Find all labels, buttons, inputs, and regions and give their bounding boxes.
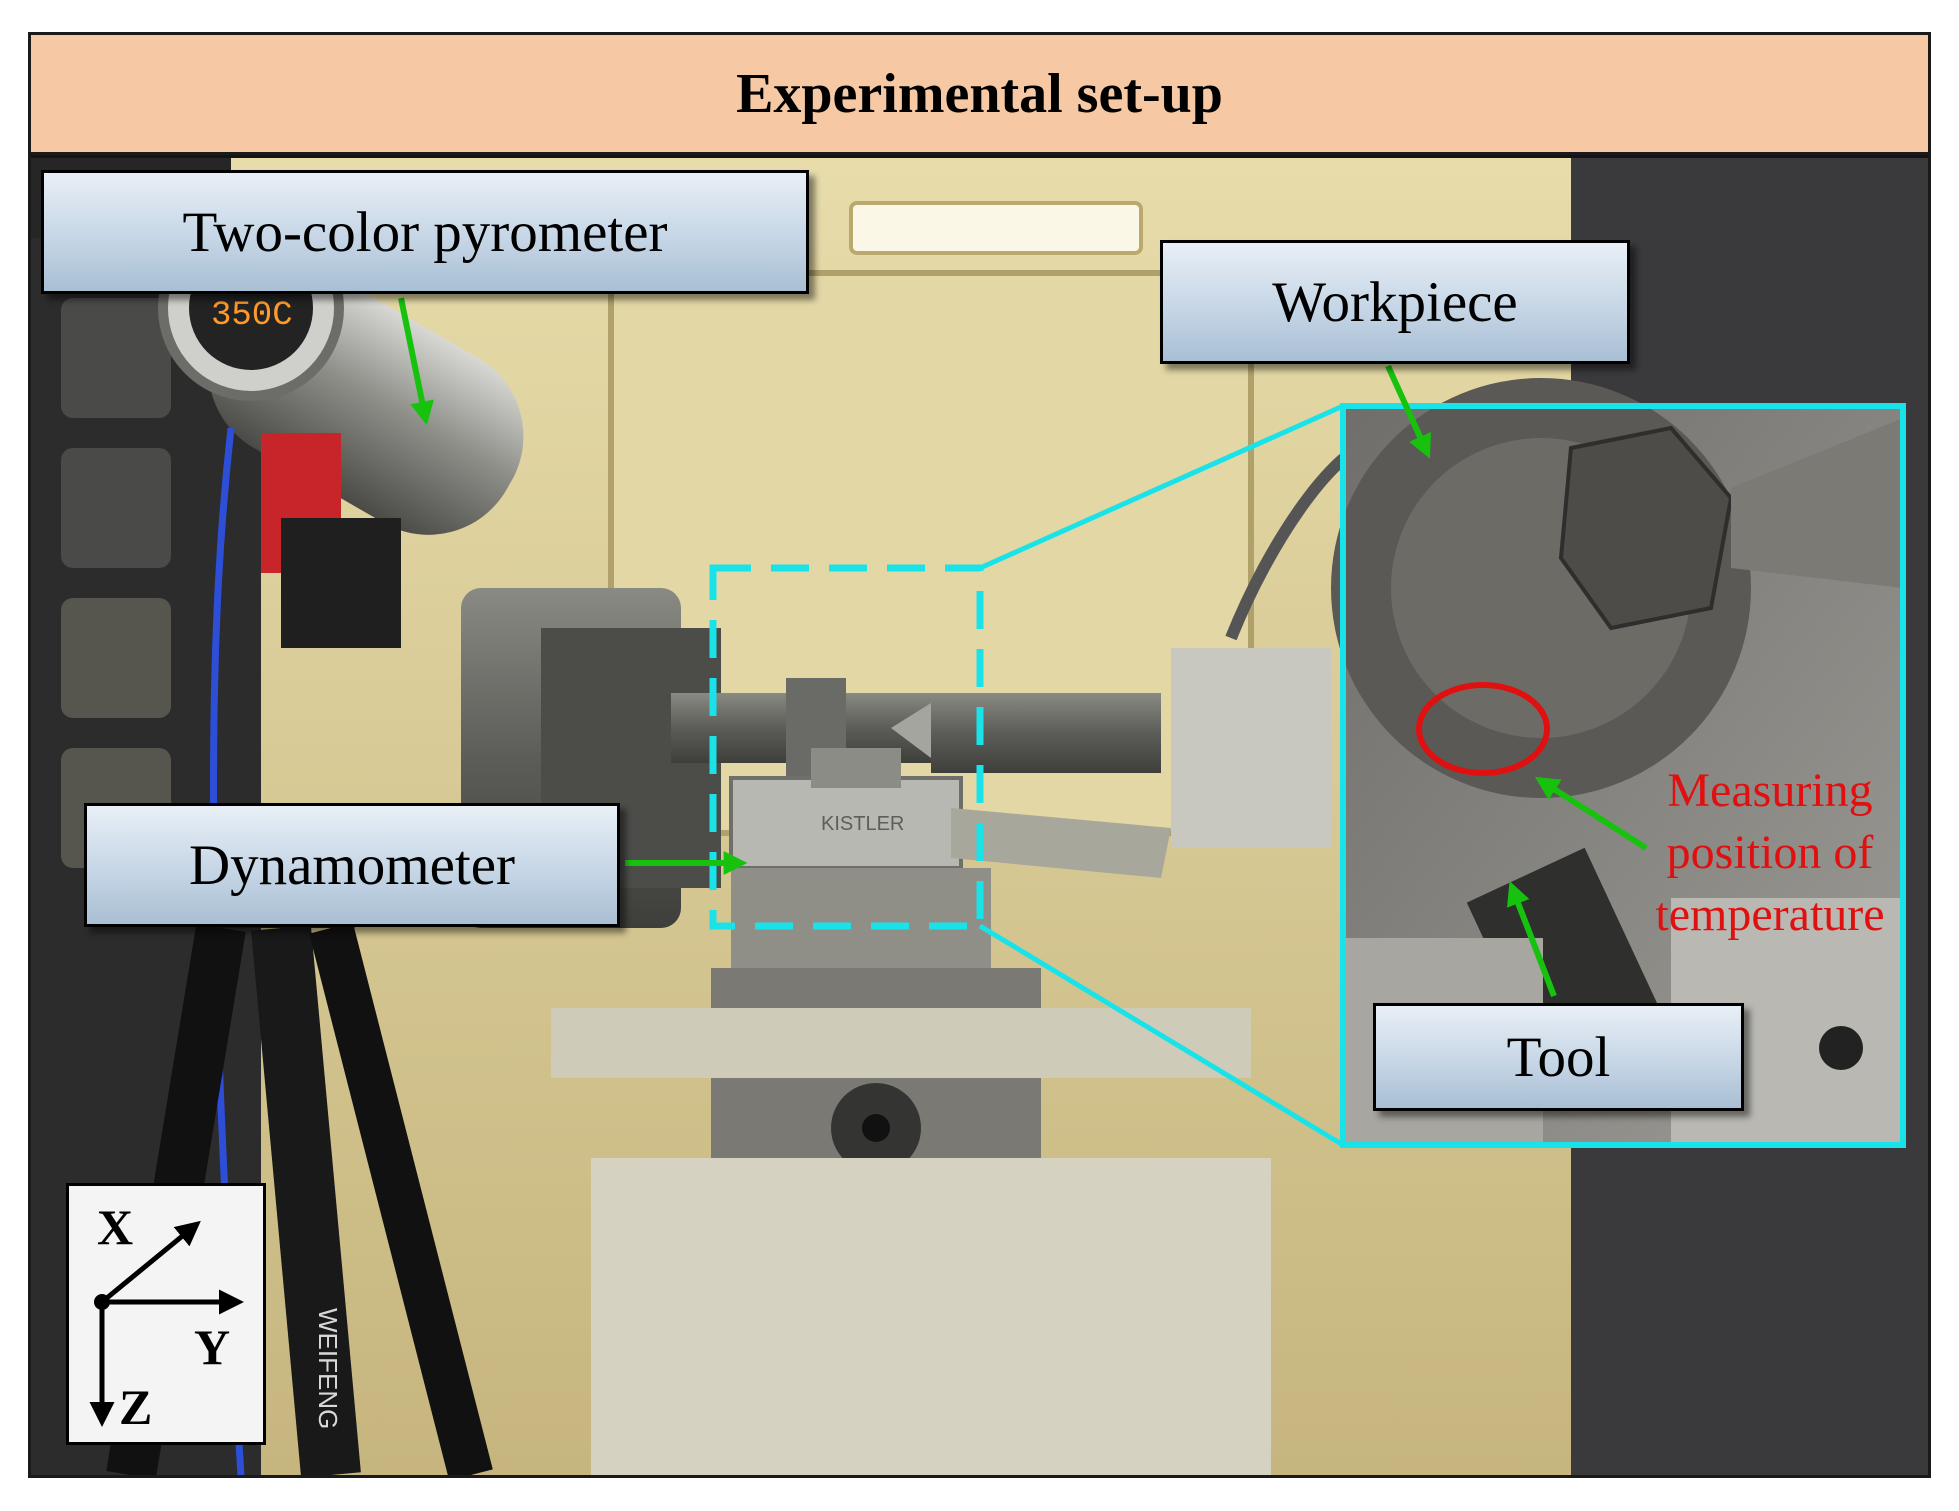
inset-border — [1340, 403, 1906, 1148]
pyrometer-display-value: 350C — [211, 297, 293, 335]
tailstock-quill — [931, 693, 1161, 773]
lathe-bed — [551, 1008, 1251, 1078]
lathe-photo: KISTLER 350C WEIFENG — [31, 158, 1928, 1475]
cross-slide — [731, 868, 991, 968]
label-tool: Tool — [1373, 1003, 1744, 1111]
callout-dashed-box — [709, 564, 984, 930]
inset-hex-nut — [1558, 425, 1734, 631]
callout-connector-top — [978, 403, 1345, 571]
tool-shank — [951, 808, 1171, 878]
label-pyrometer: Two-color pyrometer — [41, 170, 809, 294]
figure-title: Experimental set-up — [31, 35, 1928, 155]
arrow-measuring — [1534, 776, 1648, 851]
axes-arrows — [89, 1220, 244, 1427]
coordinate-axes: X Y Z — [66, 1183, 266, 1445]
label-dynamometer: Dynamometer — [84, 803, 620, 927]
measuring-position-label: Measuring position of temperature — [1630, 760, 1910, 946]
axis-label-z: Z — [119, 1379, 153, 1435]
tailstock-body — [1171, 648, 1331, 848]
arrow-tool — [1507, 881, 1557, 998]
dynamometer-brand: KISTLER — [821, 813, 904, 835]
label-workpiece: Workpiece — [1160, 240, 1630, 364]
measuring-line-1: Measuring — [1667, 764, 1873, 817]
arrow-workpiece — [1385, 364, 1431, 459]
tripod-brand: WEIFENG — [313, 1308, 343, 1429]
lathe-base — [591, 1158, 1271, 1475]
tripod-leg-center — [251, 925, 361, 1475]
axis-label-x: X — [97, 1199, 134, 1255]
axis-label-y: Y — [194, 1319, 231, 1375]
inset-tailstock-center — [1731, 418, 1903, 588]
arrow-pyrometer — [398, 297, 434, 426]
measuring-line-2: position of — [1666, 826, 1874, 879]
tripod-leg-right — [309, 922, 493, 1475]
measuring-line-3: temperature — [1655, 888, 1885, 941]
measuring-position-ellipse — [1416, 682, 1550, 776]
callout-connector-bottom — [978, 923, 1345, 1148]
light-fixture — [849, 201, 1143, 255]
